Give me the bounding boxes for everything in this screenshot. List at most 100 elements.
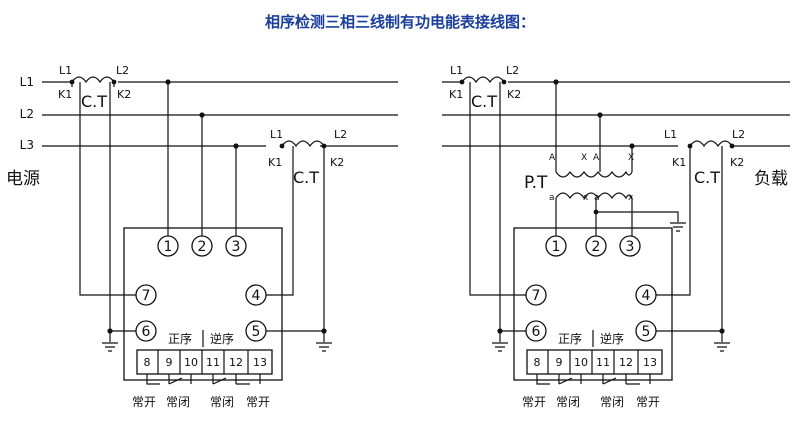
terminal-3: 3 [225,235,247,257]
svg-text:13: 13 [253,356,267,369]
svg-text:1: 1 [552,239,561,255]
ct-coil [689,140,733,148]
svg-text:8: 8 [534,356,541,369]
relay-strip: 8 9 10 11 12 13 [136,349,273,375]
svg-text:L2: L2 [506,64,519,77]
ct-l3-left: L1 L2 K1 K2 C.T [268,128,347,187]
ground-symbol [102,342,118,352]
svg-text:11: 11 [596,356,610,369]
terminal-3: 3 [619,235,641,257]
no-label: 常开 [132,395,156,409]
svg-text:3: 3 [232,239,241,255]
terminal-1: 1 [545,235,567,257]
svg-text:2: 2 [592,239,601,255]
terminal-4: 4 [245,284,267,306]
nc-label: 常闭 [600,395,624,409]
potential-transformer: P.T A X A X a x a x [524,79,686,236]
no-label: 常开 [246,395,270,409]
ct-l1-right: L1 L2 K1 K2 C.T [449,64,521,111]
svg-text:9: 9 [556,356,563,369]
terminal-5: 5 [635,320,657,342]
svg-text:A: A [593,153,600,163]
terminal-6: 6 [135,320,157,342]
terminal-1: 1 [157,235,179,257]
svg-text:3: 3 [626,239,635,255]
terminal-5: 5 [245,320,267,342]
svg-text:13: 13 [643,356,657,369]
line-label-l1: L1 [20,75,34,89]
svg-text:4: 4 [252,288,261,304]
svg-text:X: X [581,153,587,163]
terminal-2: 2 [191,235,213,257]
ct-k2-label: K2 [330,156,344,169]
ct-k1-label: K1 [268,156,282,169]
ct-coil [71,76,115,84]
ct-coil [281,140,325,148]
ct-name: C.T [471,92,497,111]
svg-text:6: 6 [142,324,151,340]
svg-text:6: 6 [532,324,541,340]
terminal-6: 6 [525,320,547,342]
svg-text:L2: L2 [732,128,745,141]
svg-text:K2: K2 [507,88,521,101]
svg-text:4: 4 [642,288,651,304]
ground-symbol [670,222,686,232]
meter-box-right [513,227,673,381]
ct-name: C.T [293,168,319,187]
svg-text:10: 10 [574,356,588,369]
svg-text:L1: L1 [664,128,677,141]
ct-coil [461,76,505,84]
svg-text:a: a [549,193,555,203]
svg-text:K2: K2 [730,156,744,169]
ct-l2-label: L2 [116,64,129,77]
svg-text:K1: K1 [449,88,463,101]
ground-symbol [316,342,332,352]
svg-text:a: a [594,193,600,203]
svg-text:8: 8 [144,356,151,369]
left-diagram: L1 L2 L3 电源 L1 L2 K1 K2 C.T L1 L2 K1 [6,64,398,409]
svg-text:7: 7 [532,288,541,304]
svg-text:A: A [549,153,556,163]
no-label: 常开 [636,395,660,409]
svg-text:5: 5 [642,324,651,340]
svg-text:2: 2 [198,239,207,255]
svg-text:7: 7 [142,288,151,304]
ct-l1-label: L1 [59,64,72,77]
pt-secondary-coil [555,192,633,200]
ct-k2-label: K2 [117,88,131,101]
line-label-l2: L2 [20,107,34,121]
relay-strip: 8 9 10 11 12 13 [526,349,663,375]
reverse-label: 逆序 [210,331,234,346]
pt-primary-coil [555,170,633,178]
nc-label: 常闭 [166,395,190,409]
svg-text:L1: L1 [450,64,463,77]
ct-name: C.T [81,92,107,111]
svg-text:12: 12 [229,356,243,369]
svg-text:10: 10 [184,356,198,369]
load-label: 负载 [754,169,788,189]
ct-k1-label: K1 [58,88,72,101]
source-label: 电源 [6,169,40,189]
ct-l2-label: L2 [334,128,347,141]
forward-label: 正序 [168,331,192,346]
no-label: 常开 [522,395,546,409]
ground-symbol [714,342,730,352]
diagram-title: 相序检测三相三线制有功电能表接线图： [265,13,535,31]
terminal-7: 7 [525,284,547,306]
ct-l3-right: L1 L2 K1 K2 C.T [664,128,745,187]
svg-text:11: 11 [206,356,220,369]
meter-box-left [123,227,283,381]
terminal-4: 4 [635,284,657,306]
svg-text:K1: K1 [672,156,686,169]
svg-text:x: x [628,193,634,203]
svg-text:x: x [583,193,589,203]
pt-name: P.T [524,173,548,193]
svg-text:9: 9 [166,356,173,369]
line-label-l3: L3 [20,138,34,152]
ct-l1-left: L1 L2 K1 K2 C.T [58,64,131,111]
ground-symbol [492,342,508,352]
svg-text:12: 12 [619,356,633,369]
terminal-2: 2 [585,235,607,257]
nc-label: 常闭 [210,395,234,409]
